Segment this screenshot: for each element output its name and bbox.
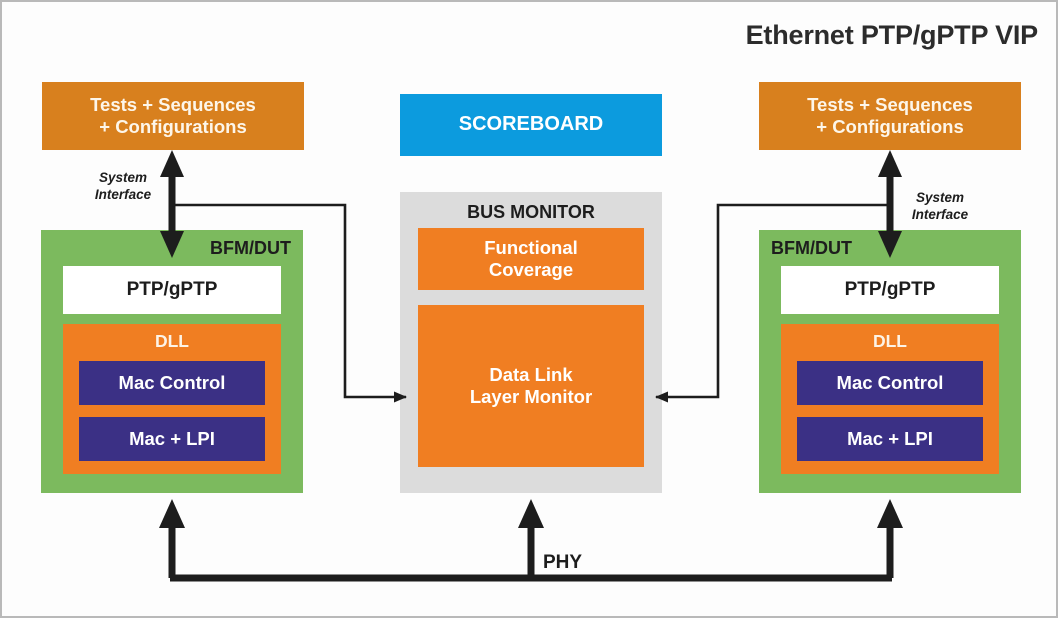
functional-coverage-box: Functional Coverage xyxy=(418,228,644,290)
left-system-interface-line-1: System xyxy=(98,170,148,185)
data-link-layer-monitor-box: Data Link Layer Monitor xyxy=(418,305,644,467)
left-bfm-dut-label: BFM/DUT xyxy=(210,238,291,258)
left-system-interface-line-2: Interface xyxy=(94,186,152,202)
right-system-interface-label: System Interface xyxy=(897,190,983,224)
left-bfm-dut-container: BFM/DUT PTP/gPTP DLL Mac Control Mac + L… xyxy=(41,230,303,493)
left-tests-sequences-configurations-box: Tests + Sequences + Configurations xyxy=(42,82,304,150)
right-mac-lpi-box: Mac + LPI xyxy=(797,417,983,461)
left-dll-title: DLL xyxy=(154,331,190,351)
left-dll-box: DLL Mac Control Mac + LPI xyxy=(63,324,281,474)
scoreboard-box: SCOREBOARD xyxy=(400,94,662,156)
right-bfm-dut-label: BFM/DUT xyxy=(771,238,852,258)
data-link-monitor-line-2: Layer Monitor xyxy=(469,386,593,407)
right-tests-line-2: + Configurations xyxy=(816,116,964,137)
right-tests-line-1: Tests + Sequences xyxy=(807,94,973,116)
data-link-monitor-line-1: Data Link xyxy=(489,364,573,386)
page-title: Ethernet PTP/gPTP VIP xyxy=(745,20,1039,50)
right-system-interface-line-1: System xyxy=(915,190,965,205)
left-tests-line-1: Tests + Sequences xyxy=(90,94,256,116)
functional-coverage-line-2: Coverage xyxy=(488,259,574,280)
functional-coverage-line-1: Functional xyxy=(484,237,578,259)
phy-bus-wire xyxy=(159,499,903,582)
bus-monitor-title: BUS MONITOR xyxy=(467,202,595,222)
right-tests-sequences-configurations-box: Tests + Sequences + Configurations xyxy=(759,82,1021,150)
right-system-interface-line-2: Interface xyxy=(911,206,969,222)
left-tests-line-2: + Configurations xyxy=(99,116,247,137)
right-mac-control-box: Mac Control xyxy=(797,361,983,405)
left-ptp-gptp-box: PTP/gPTP xyxy=(63,266,281,314)
left-mac-lpi-box: Mac + LPI xyxy=(79,417,265,461)
left-mac-control-box: Mac Control xyxy=(79,361,265,405)
right-dll-title: DLL xyxy=(872,331,908,351)
phy-bus-label: PHY xyxy=(543,552,583,573)
right-ptp-gptp-box: PTP/gPTP xyxy=(781,266,999,314)
right-bfm-dut-container: BFM/DUT PTP/gPTP DLL Mac Control Mac + L… xyxy=(759,230,1021,493)
bus-monitor-container: BUS MONITOR Functional Coverage Data Lin… xyxy=(400,192,662,493)
left-system-interface-label: System Interface xyxy=(80,170,166,204)
right-dll-box: DLL Mac Control Mac + LPI xyxy=(781,324,999,474)
